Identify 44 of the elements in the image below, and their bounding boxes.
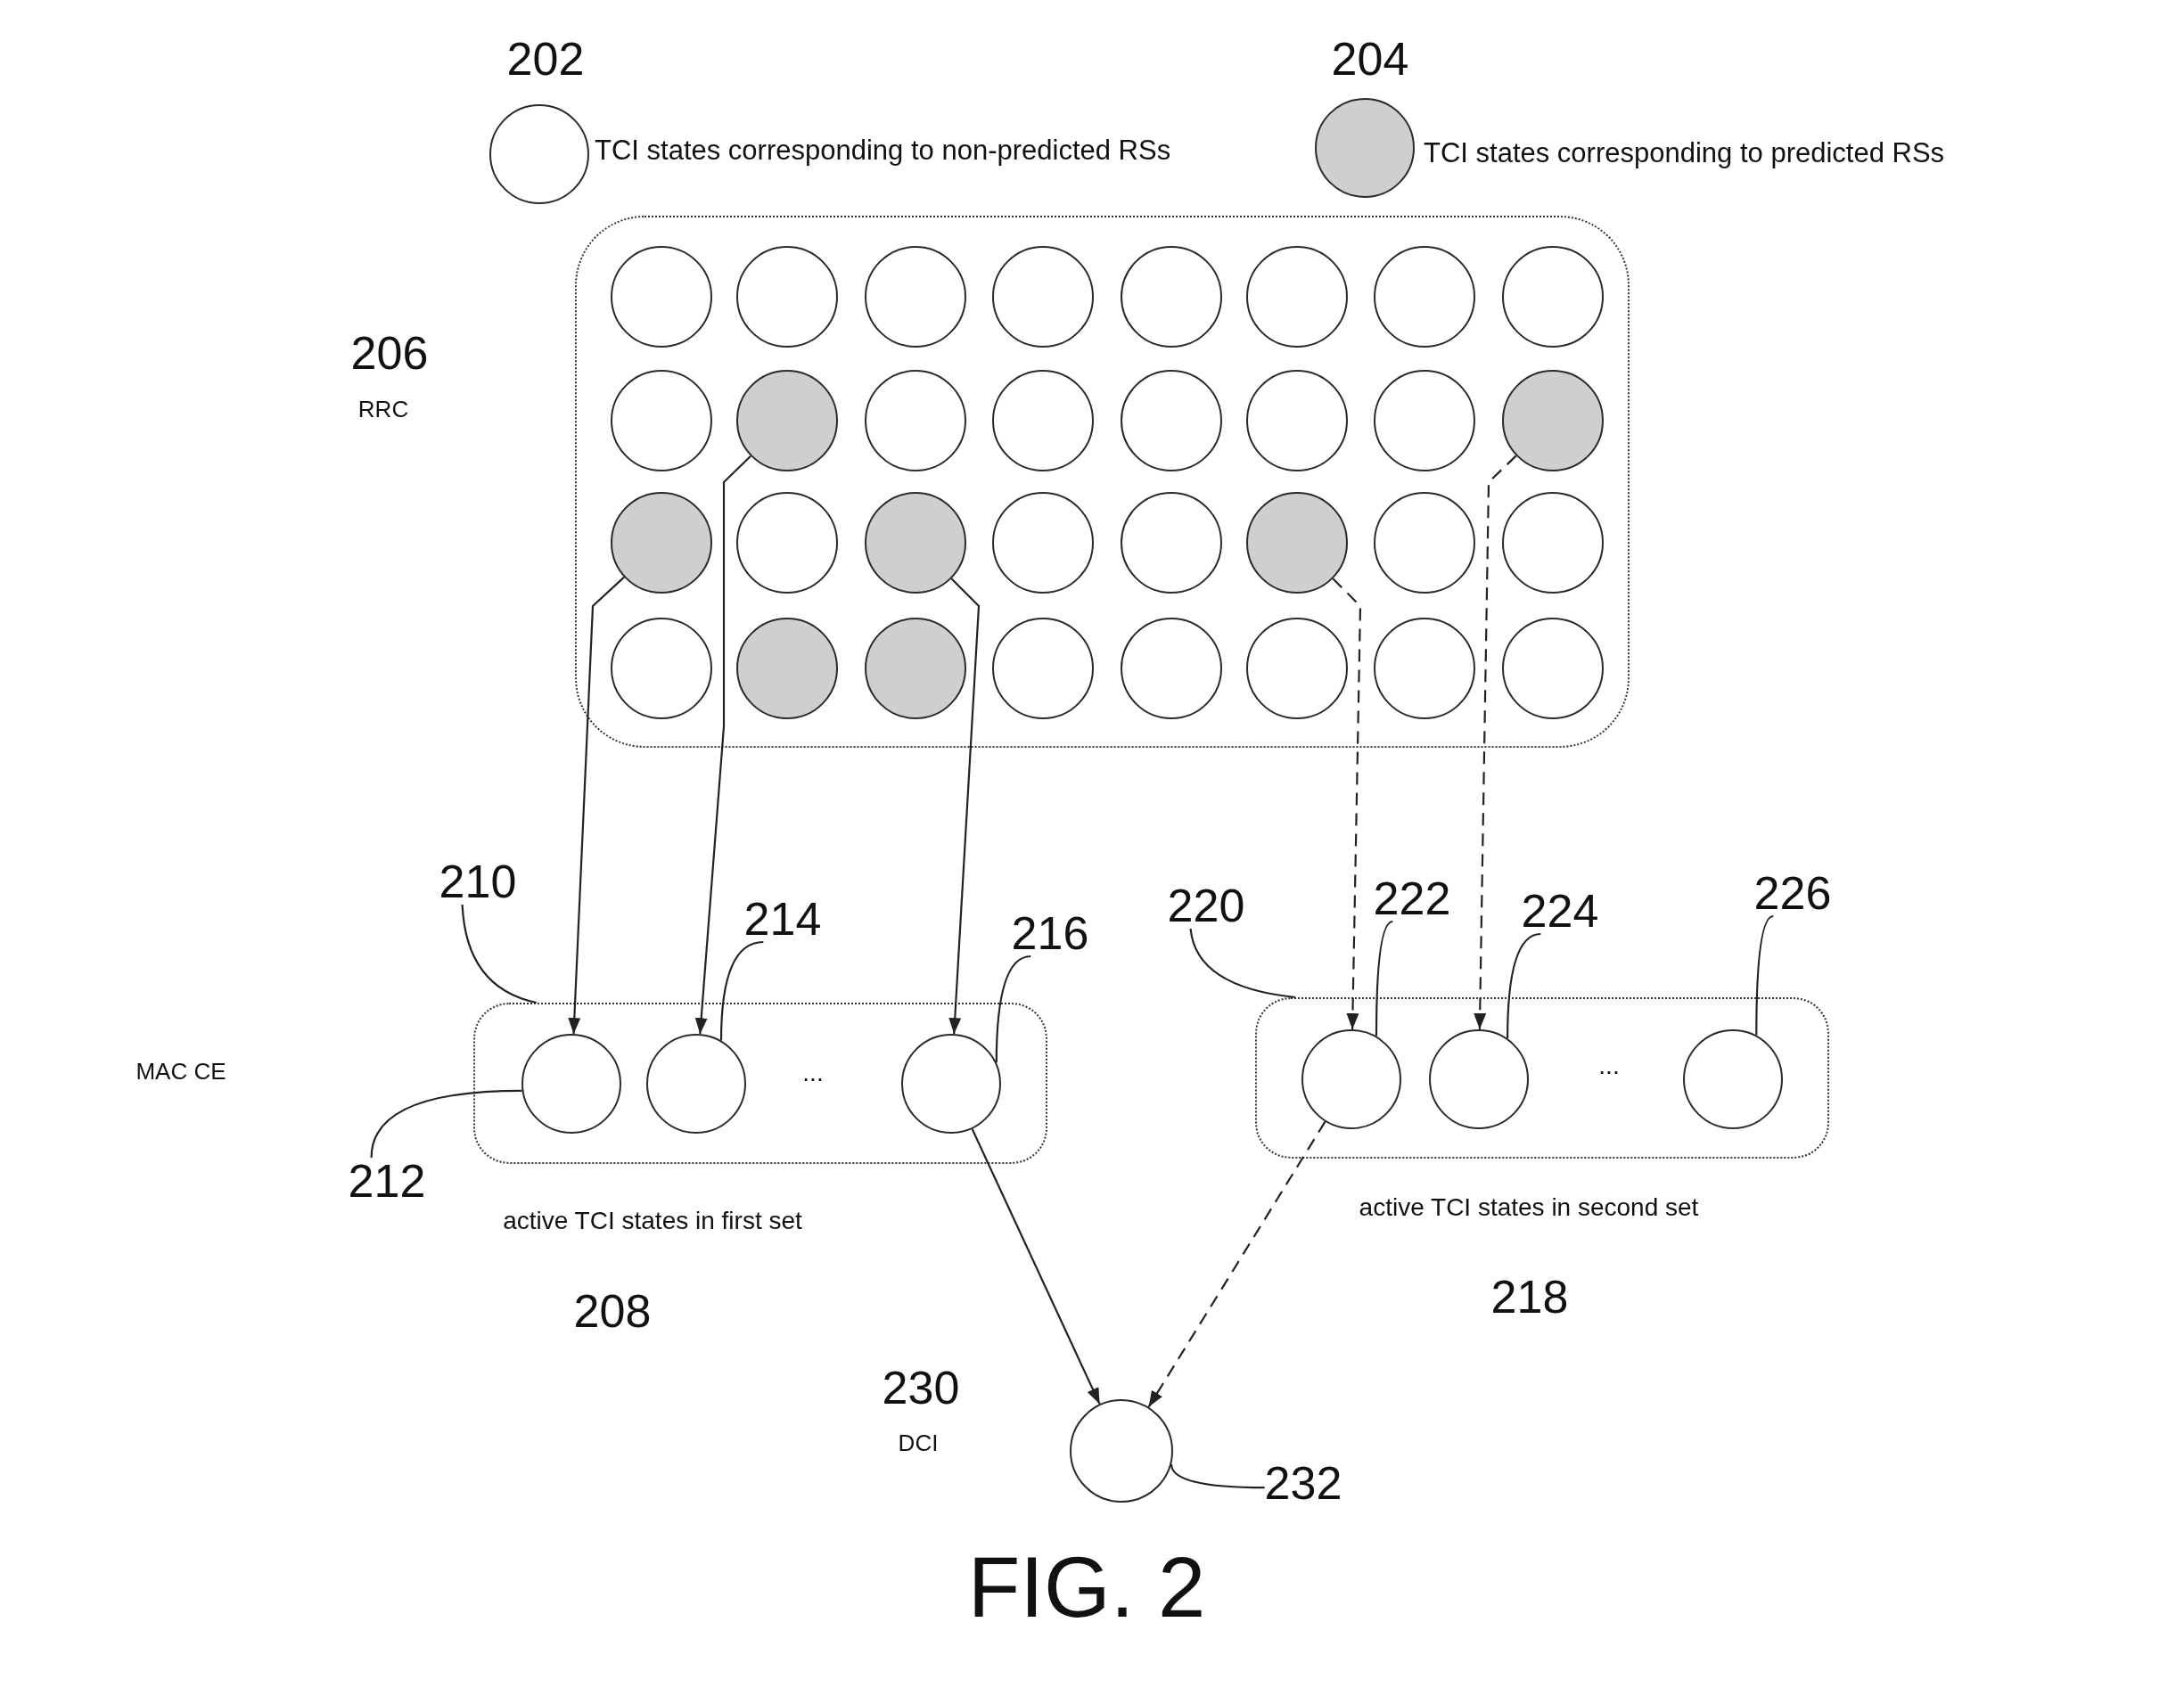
- leader-line: [1755, 914, 1774, 1036]
- leader-line: [370, 1089, 522, 1159]
- leader-line: [719, 940, 764, 1041]
- leader-line: [1189, 928, 1296, 999]
- callout-number: 202: [506, 34, 585, 86]
- arrow: [694, 455, 751, 1035]
- callout-number: 220: [1167, 882, 1245, 929]
- callout-number: 222: [1373, 875, 1451, 922]
- leader-line: [1375, 920, 1393, 1036]
- callout-number: 218: [1490, 1272, 1569, 1323]
- arrow: [971, 1128, 1101, 1405]
- arrow: [1147, 1121, 1326, 1408]
- ellipsis-text: ...: [802, 1059, 824, 1087]
- group-label: RRC: [357, 396, 409, 422]
- ellipsis-text: ...: [1598, 1052, 1620, 1080]
- group-label: DCI: [898, 1430, 939, 1456]
- leader-line: [1507, 932, 1541, 1039]
- group-frame: [1255, 997, 1829, 1159]
- leader-line: [461, 904, 538, 1004]
- figure-caption: FIG. 2: [967, 1540, 1206, 1635]
- legend-text: TCI states corresponding to predicted RSs: [1424, 137, 1945, 169]
- callout-number: 214: [743, 896, 822, 942]
- arrow: [1474, 455, 1517, 1029]
- callout-number: 210: [439, 858, 517, 905]
- arrow: [948, 578, 981, 1035]
- set-caption: active TCI states in first set: [503, 1207, 802, 1235]
- callout-number: 206: [350, 328, 429, 380]
- callout-number: 232: [1264, 1460, 1342, 1506]
- callout-number: 212: [348, 1158, 426, 1204]
- group-frame: [575, 216, 1630, 748]
- callout-number: 224: [1521, 888, 1599, 934]
- leader-line: [995, 955, 1031, 1063]
- callout-number: 204: [1331, 34, 1409, 86]
- group-label: MAC CE: [135, 1058, 226, 1085]
- set-caption: active TCI states in second set: [1359, 1193, 1699, 1222]
- group-frame: [473, 1003, 1047, 1164]
- arrow: [568, 576, 625, 1035]
- legend-text: TCI states corresponding to non-predicted RSs: [595, 135, 1171, 167]
- arrow: [1332, 578, 1362, 1030]
- callout-number: 208: [573, 1286, 652, 1338]
- callout-number: 230: [882, 1363, 960, 1414]
- callout-number: 226: [1753, 870, 1832, 916]
- leader-line: [1170, 1463, 1265, 1489]
- callout-number: 216: [1011, 910, 1089, 956]
